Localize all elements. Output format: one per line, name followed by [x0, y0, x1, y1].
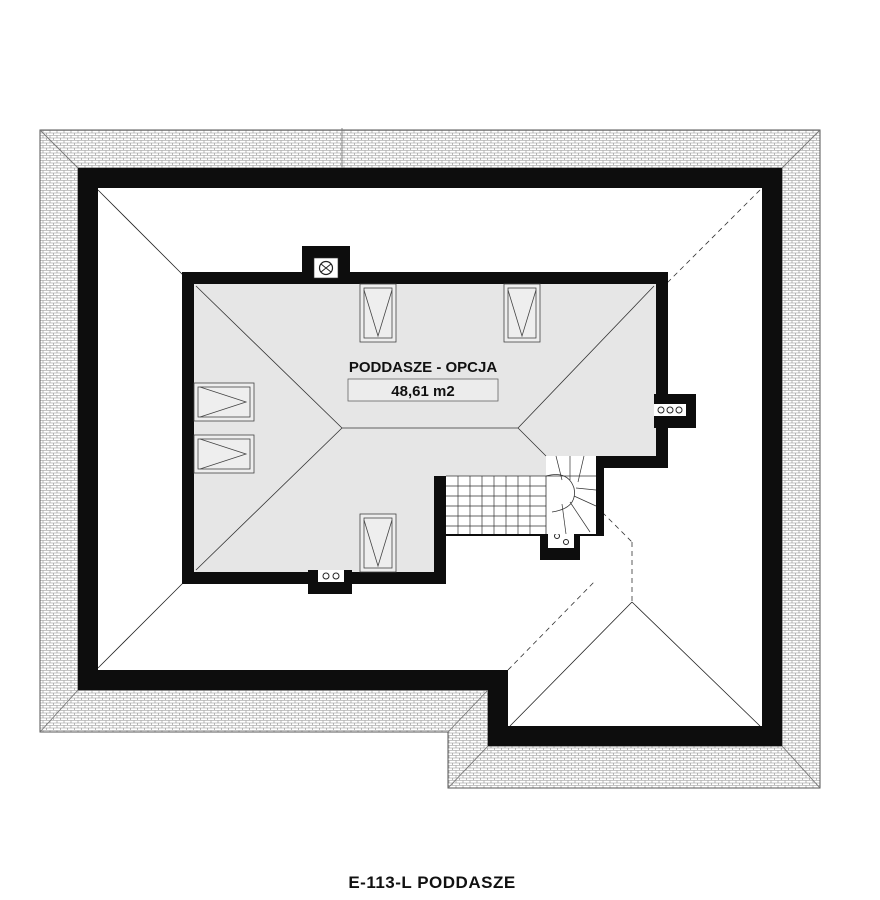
staircase [446, 455, 597, 535]
room-area-box [347, 378, 499, 402]
roof-window-3 [193, 382, 255, 422]
roof-window-5 [359, 513, 397, 573]
roof-window-2 [503, 283, 541, 343]
chimney-flue-icon [318, 260, 334, 276]
roof-window-1 [359, 283, 397, 343]
room-name-label: PODDASZE - OPCJA [349, 359, 498, 376]
plan-caption: E-113-L PODDASZE [348, 873, 515, 892]
attic-ridge-lines [195, 285, 655, 571]
external-wall [78, 168, 782, 746]
roof-dashed-lines [507, 189, 761, 671]
roof-hip-lines [97, 189, 761, 727]
roof-window-4 [193, 434, 255, 474]
roof-eave-corner-lines [39, 129, 821, 789]
room-area-label: 48,61 m2 [391, 383, 454, 400]
